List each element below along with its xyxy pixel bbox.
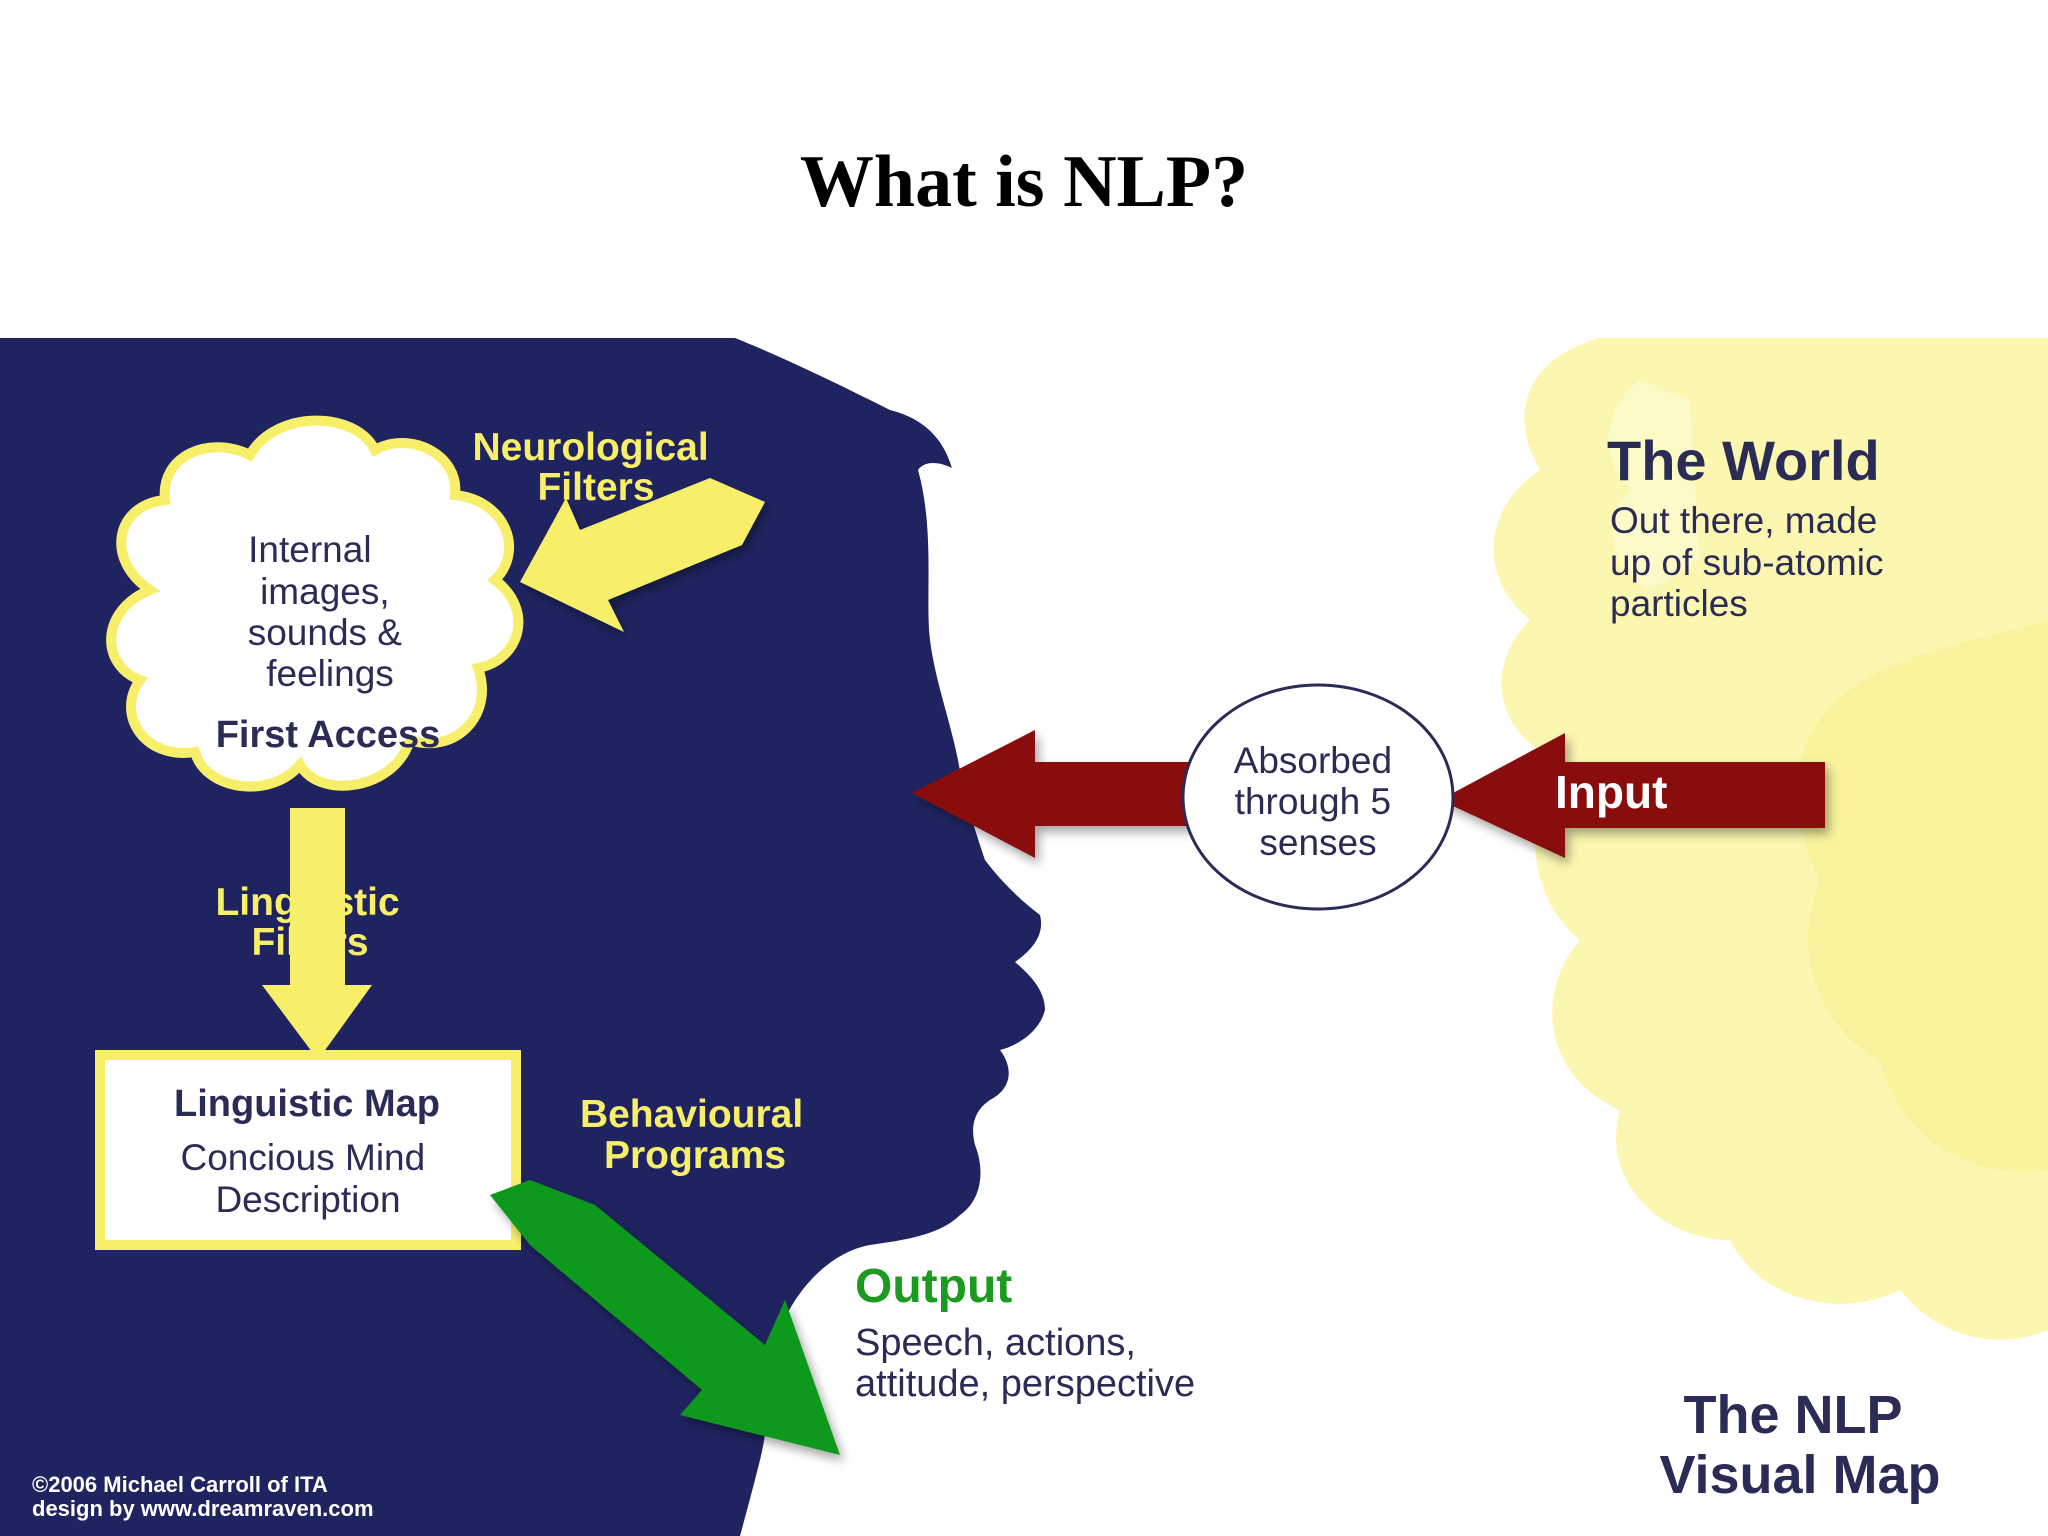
world-line-2: up of sub-atomic	[1610, 542, 1884, 583]
svg-text:The NLP Visual Map: The NLP Visual Map	[1659, 1385, 1940, 1505]
neurological-filters-line-1: Neurological	[472, 426, 708, 469]
neurological-filters-line-2: Filters	[537, 466, 654, 509]
first-access-label: First Access	[216, 714, 441, 756]
senses-line-2: through 5	[1235, 781, 1391, 822]
senses-circle	[1181, 683, 1455, 911]
linguistic-map-line-2: Description	[215, 1179, 400, 1220]
behavioural-programs-line-1: Behavioural	[580, 1093, 803, 1136]
credit-line-1: ©2006 Michael Carroll of ITA	[32, 1472, 328, 1497]
linguistic-map-heading: Linguistic Map	[174, 1083, 440, 1125]
output-heading: Output	[855, 1260, 1012, 1313]
svg-text:Absorbed through 5: Absorbed through 5 senses	[1234, 740, 1403, 863]
senses-line-3: senses	[1259, 822, 1376, 863]
world-line-3: particles	[1610, 583, 1748, 624]
svg-text:Linguistic Filters: Linguistic Filters	[215, 881, 410, 964]
linguistic-filters-line-2: Filters	[251, 921, 368, 964]
linguistic-filters-arrow	[262, 808, 372, 1060]
svg-text:Out there, made up of su: Out there, made up of sub-atomic particl…	[1610, 500, 1894, 624]
internal-line-4: feelings	[266, 653, 394, 694]
neurological-filters-arrow	[520, 478, 765, 632]
internal-line-1: Internal	[248, 529, 371, 570]
output-line-2: attitude, perspective	[855, 1363, 1195, 1405]
linguistic-filters-line-1: Linguistic	[215, 881, 399, 924]
svg-text:Behavioural Programs: Behavioural Programs	[580, 1093, 814, 1177]
map-caption-line-2: Visual Map	[1659, 1445, 1940, 1505]
absorbed-arrow	[912, 730, 1200, 858]
svg-text:©2006 Michael Carroll of ITA: ©2006 Michael Carroll of ITA design by w…	[32, 1472, 374, 1521]
input-arrow	[1440, 733, 1825, 858]
internal-images-cloud	[106, 415, 524, 792]
credit-line-2: design by www.dreamraven.com	[32, 1496, 374, 1521]
map-caption-line-1: The NLP	[1683, 1385, 1901, 1445]
behavioural-programs-line-2: Programs	[604, 1134, 786, 1177]
output-line-1: Speech, actions,	[855, 1322, 1136, 1364]
output-arrow	[490, 1180, 840, 1455]
svg-text:Speech, actions, attitud: Speech, actions, attitude, perspective	[855, 1322, 1195, 1405]
world-cloud	[1493, 338, 2048, 1340]
svg-text:Neurological Filters: Neurological Filters	[472, 426, 719, 509]
senses-line-1: Absorbed	[1234, 740, 1392, 781]
linguistic-map-box	[95, 1050, 521, 1250]
internal-line-3: sounds &	[248, 612, 403, 653]
world-heading: The World	[1607, 429, 1880, 492]
internal-line-2: images,	[260, 571, 390, 612]
slide-title: What is NLP?	[799, 141, 1249, 223]
linguistic-map-line-1: Concious Mind	[180, 1137, 425, 1178]
svg-text:Concious Mind Descriptio: Concious Mind Description	[180, 1137, 435, 1220]
world-line-1: Out there, made	[1610, 500, 1877, 541]
svg-text:Internal images, s: Internal images, sounds & feelings	[248, 529, 413, 694]
input-label: Input	[1555, 766, 1667, 818]
